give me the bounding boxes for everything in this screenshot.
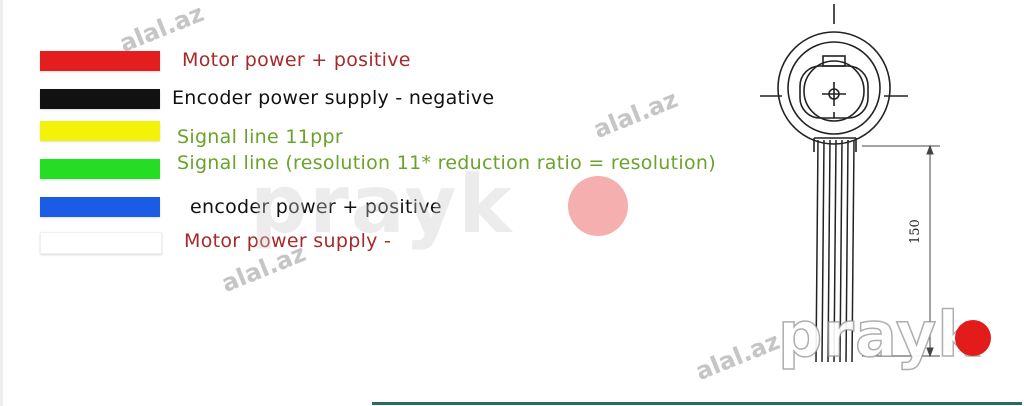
watermark-prayk-faint-dot [568, 176, 628, 236]
inner-ring [803, 60, 865, 122]
legend-label-signal-11ppr: Signal line 11ppr [177, 126, 343, 148]
hub-body [799, 65, 869, 119]
watermark-prayk-faint: prayk [250, 158, 514, 251]
outer-ring [777, 31, 891, 145]
legend-label-motor-positive: Motor power + positive [182, 49, 411, 71]
dimension-label: 150 [908, 219, 923, 244]
legend-label-motor-negative: Motor power supply - [184, 230, 392, 252]
legend-label-encoder-positive: encoder power + positive [190, 196, 442, 218]
swatch-blue [40, 197, 160, 217]
left-edge-shade [0, 0, 3, 406]
swatch-black [40, 89, 160, 109]
dimension-lines [862, 144, 940, 358]
cable-wires [815, 139, 855, 363]
legend-label-signal-resolution: Signal line (resolution 11* reduction ra… [177, 152, 716, 174]
watermark-prayk-strong: prayk [777, 297, 980, 372]
swatch-yellow [40, 121, 160, 141]
legend-label-encoder-negative: Encoder power supply - negative [172, 87, 495, 109]
bottom-rule [372, 402, 1022, 405]
swatch-green [40, 159, 160, 179]
middle-ring [787, 41, 881, 135]
swatch-red [40, 51, 160, 71]
watermark-prayk-strong-dot [955, 320, 991, 356]
swatch-white [40, 232, 162, 254]
